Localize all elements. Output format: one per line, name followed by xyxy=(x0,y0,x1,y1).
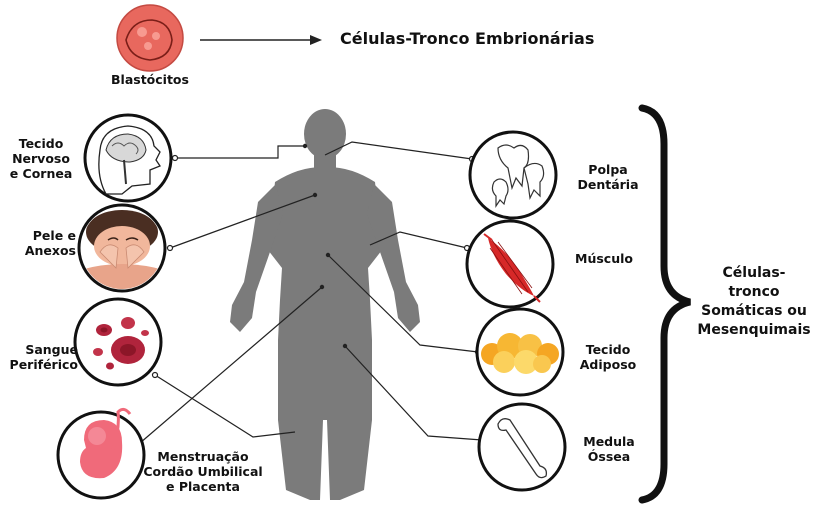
fat-tissue-icon xyxy=(477,309,563,395)
blastocyst-label: Blastócitos xyxy=(105,72,195,87)
label-adipose: Tecido Adiposo xyxy=(568,342,648,372)
label-marrow: Medula Óssea xyxy=(569,434,649,464)
embryonic-stem-cells-label: Células-Tronco Embrionárias xyxy=(340,29,594,48)
somatic-stem-cells-label: Células- tronco Somáticas ou Mesenquimai… xyxy=(693,264,815,340)
blastocyst-icon xyxy=(117,5,183,71)
teeth-icon xyxy=(470,132,556,218)
muscle-icon xyxy=(467,221,553,307)
label-pulp: Polpa Dentária xyxy=(568,162,648,192)
label-blood: Sangue Periférico xyxy=(2,342,78,372)
face-skin-icon xyxy=(79,205,165,292)
connector-blood xyxy=(155,375,295,437)
human-body-silhouette xyxy=(230,109,420,500)
curly-brace xyxy=(642,108,690,500)
embryonic-arrow xyxy=(200,35,322,45)
connector-pulp xyxy=(325,142,472,159)
label-muscle: Músculo xyxy=(564,251,644,266)
label-nervous: Tecido Nervoso e Cornea xyxy=(2,136,80,181)
label-skin: Pele e Anexos xyxy=(4,228,76,258)
label-cord: Menstruação Cordão Umbilical e Placenta xyxy=(143,449,263,494)
fetus-icon xyxy=(58,409,144,498)
connector-nervous xyxy=(175,146,305,158)
bone-icon xyxy=(479,404,565,490)
blood-cells-icon xyxy=(75,299,161,385)
brain-head-icon xyxy=(85,115,171,201)
